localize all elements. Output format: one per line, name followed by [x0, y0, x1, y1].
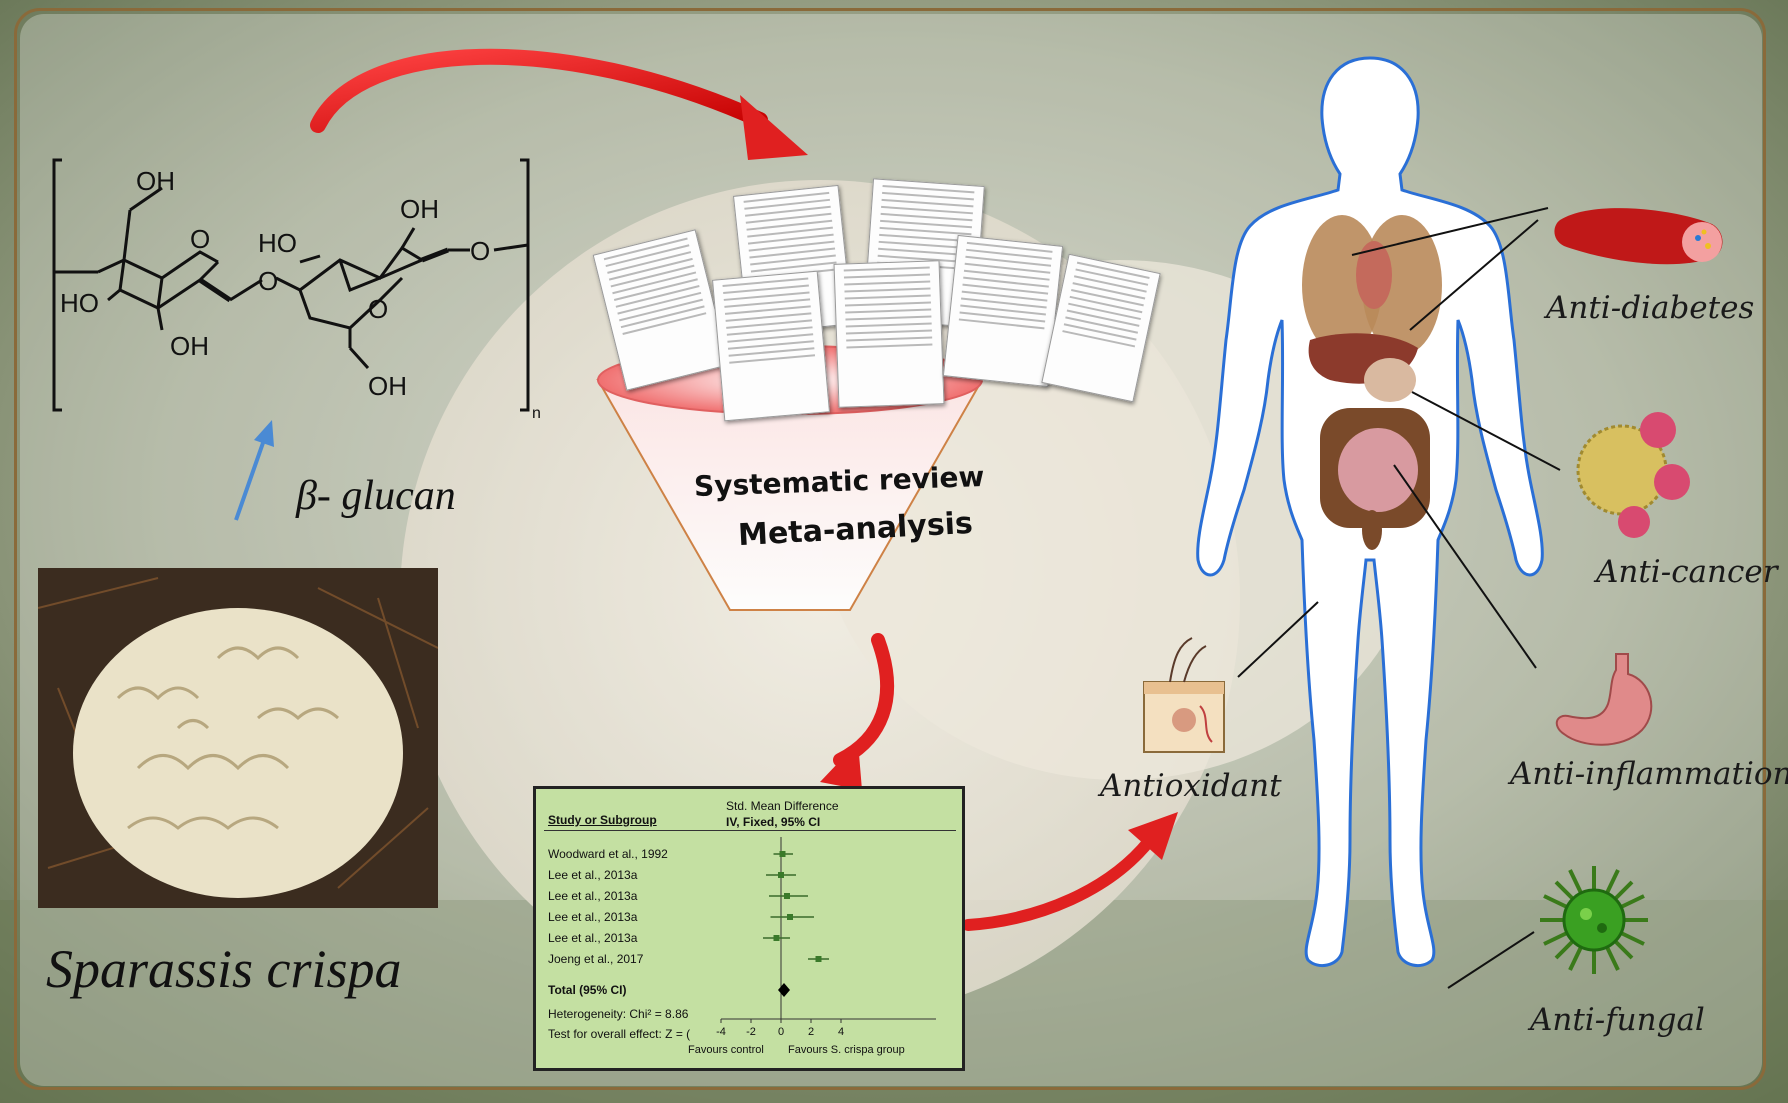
cancer-cell-icon: [1576, 412, 1690, 538]
stomach-icon: [1555, 653, 1653, 746]
forest-header-top: Std. Mean Difference: [726, 799, 839, 813]
forest-pooled-diamond: [778, 983, 790, 997]
red-arrow-middle: [820, 633, 895, 790]
study-name: Lee et al., 2013a: [548, 868, 638, 882]
beta-glucan-label: β- glucan: [296, 473, 456, 519]
oh-bottom-left-text: OH: [170, 331, 209, 361]
forest-point: [773, 935, 780, 941]
forest-point: [815, 956, 822, 962]
o-ring-right-text: O: [368, 294, 388, 324]
forest-total: Total (95% CI): [548, 983, 627, 997]
o-ring-left-text: O: [190, 224, 210, 254]
forest-point: [778, 872, 784, 878]
forest-heterogeneity: Heterogeneity: Chi² = 8.86: [548, 1007, 689, 1021]
forest-plot-chart: -4 -2 0 2 4: [716, 837, 936, 1038]
ho-mid-text: HO: [258, 228, 297, 258]
forest-col-study: Study or Subgroup: [548, 813, 657, 827]
forest-x-tick-label: 4: [838, 1026, 844, 1038]
forest-favours-right: Favours S. crispa group: [788, 1044, 905, 1056]
forest-x-tick-label: -4: [716, 1026, 726, 1038]
forest-point: [787, 914, 793, 920]
forest-plot: Std. Mean Difference IV, Fixed, 95% CI S…: [533, 786, 965, 1071]
forest-point: [779, 851, 786, 857]
anti-inflammation-label: Anti-inflammation: [1510, 756, 1788, 792]
border-frame: [14, 8, 1766, 1090]
virus-icon: [1540, 866, 1648, 974]
blue-arrow: [234, 420, 274, 521]
beta-glucan-structure: OH OH HO HO OH OH O O O O n: [52, 158, 541, 420]
forest-header-method: IV, Fixed, 95% CI: [726, 815, 821, 829]
ho-left-text: HO: [60, 288, 99, 318]
forest-x-tick-label: -2: [746, 1026, 756, 1038]
oh-top-right-text: OH: [400, 194, 439, 224]
red-arrow-bottom: [962, 812, 1178, 931]
study-name: Lee et al., 2013a: [548, 889, 638, 903]
study-name: Joeng et al., 2017: [548, 952, 644, 966]
red-arrow-top: [310, 48, 808, 160]
anti-cancer-label: Anti-cancer: [1596, 554, 1778, 590]
skin-section-icon: [1143, 637, 1225, 753]
o-end-text: O: [470, 236, 490, 266]
blood-vessel-icon: [1554, 208, 1723, 265]
study-name: Woodward et al., 1992: [548, 847, 668, 861]
species-label: Sparassis crispa: [46, 939, 402, 999]
antioxidant-label: Antioxidant: [1100, 768, 1282, 804]
anti-fungal-label: Anti-fungal: [1530, 1002, 1705, 1038]
forest-x-tick-label: 2: [808, 1026, 814, 1038]
study-name: Lee et al., 2013a: [548, 931, 638, 945]
anti-diabetes-label: Anti-diabetes: [1546, 290, 1755, 326]
forest-favours-left: Favours control: [688, 1044, 764, 1056]
oh-bottom-right-text: OH: [368, 371, 407, 401]
mushroom-photo: [38, 568, 438, 908]
subscript-n-text: n: [532, 405, 541, 420]
oh-top-left-text: OH: [136, 166, 175, 196]
o-link-text: O: [258, 266, 278, 296]
forest-overall-effect: Test for overall effect: Z = (: [548, 1027, 691, 1041]
forest-x-tick-label: 0: [778, 1026, 784, 1038]
study-name: Lee et al., 2013a: [548, 910, 638, 924]
forest-point: [784, 893, 790, 899]
